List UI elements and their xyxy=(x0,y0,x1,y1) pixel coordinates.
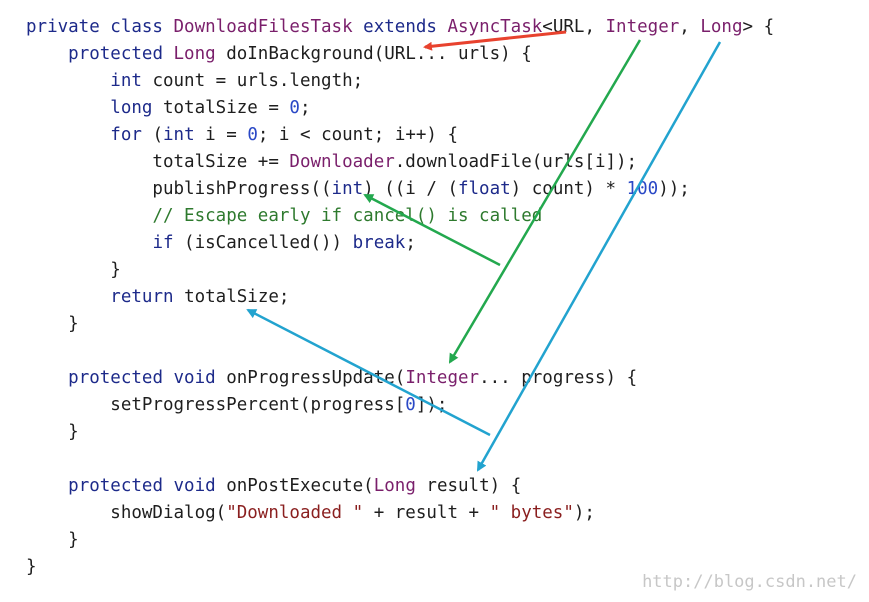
code-token: ) count) * xyxy=(510,179,627,199)
code-token: count = urls.length; xyxy=(152,71,364,91)
code-token: protected xyxy=(68,44,174,64)
code-token: ... progress) { xyxy=(479,368,638,388)
code-token xyxy=(26,233,152,253)
code-line: } xyxy=(26,257,774,284)
code-line: private class DownloadFilesTask extends … xyxy=(26,14,774,41)
code-line: totalSize += Downloader.downloadFile(url… xyxy=(26,149,774,176)
code-token: 0 xyxy=(247,125,258,145)
code-token: , xyxy=(679,17,701,37)
code-line: setProgressPercent(progress[0]); xyxy=(26,392,774,419)
code-token xyxy=(26,476,68,496)
code-line: } xyxy=(26,554,774,581)
code-token: showDialog( xyxy=(26,503,227,523)
code-token: ; xyxy=(299,98,311,118)
code-token: ; i < count; i++) { xyxy=(257,125,459,145)
code-token xyxy=(26,206,152,226)
code-token: 0 xyxy=(289,98,300,118)
code-token: i = xyxy=(205,125,248,145)
code-token: float xyxy=(457,179,511,199)
code-token: onProgressUpdate( xyxy=(226,368,406,388)
code-token: int xyxy=(110,71,153,91)
code-token: for xyxy=(110,125,153,145)
code-token: } xyxy=(26,530,79,550)
code-line: } xyxy=(26,419,774,446)
code-line: protected void onProgressUpdate(Integer.… xyxy=(26,365,774,392)
code-token: publishProgress(( xyxy=(26,179,332,199)
code-token: } xyxy=(26,314,79,334)
code-token: " bytes" xyxy=(489,503,574,523)
code-token: totalSize += xyxy=(26,152,290,172)
code-token: int xyxy=(163,125,206,145)
code-line xyxy=(26,338,774,365)
code-token xyxy=(26,287,110,307)
code-token: (isCancelled()) xyxy=(184,233,353,253)
code-line: protected Long doInBackground(URL... url… xyxy=(26,41,774,68)
code-token: DownloadFilesTask xyxy=(173,17,364,37)
code-token: Integer xyxy=(605,17,680,37)
code-token: } xyxy=(26,260,121,280)
code-token: totalSize; xyxy=(184,287,290,307)
code-token: onPostExecute( xyxy=(226,476,374,496)
code-line: showDialog("Downloaded " + result + " by… xyxy=(26,500,774,527)
code-token: Downloader xyxy=(289,152,395,172)
code-token: "Downloaded " xyxy=(226,503,364,523)
code-line: return totalSize; xyxy=(26,284,774,311)
code-line: long totalSize = 0; xyxy=(26,95,774,122)
code-token: .downloadFile(urls[i]); xyxy=(394,152,638,172)
code-token: result) { xyxy=(426,476,522,496)
code-line: int count = urls.length; xyxy=(26,68,774,95)
code-line: protected void onPostExecute(Long result… xyxy=(26,473,774,500)
code-token: Long xyxy=(173,44,227,64)
code-token: ( xyxy=(152,125,163,145)
code-token: protected void xyxy=(68,368,227,388)
code-token: long xyxy=(110,98,163,118)
code-token: setProgressPercent(progress[ xyxy=(26,395,406,415)
code-token: 0 xyxy=(405,395,416,415)
code-line xyxy=(26,446,774,473)
code-token xyxy=(26,125,110,145)
code-token: } xyxy=(26,422,79,442)
code-line: } xyxy=(26,527,774,554)
code-token: break xyxy=(352,233,406,253)
code-line: // Escape early if cancel() is called xyxy=(26,203,774,230)
code-token: ) ((i / ( xyxy=(363,179,458,199)
watermark: http://blog.csdn.net/ xyxy=(642,572,857,592)
code-token: extends xyxy=(363,17,448,37)
code-token: ); xyxy=(573,503,595,523)
code-token: Long xyxy=(373,476,427,496)
code-token: AsyncTask xyxy=(447,17,543,37)
code-token: } xyxy=(26,557,37,577)
code-token: + result + xyxy=(363,503,490,523)
code-token: > { xyxy=(742,17,775,37)
code-token: totalSize = xyxy=(162,98,290,118)
code-line: for (int i = 0; i < count; i++) { xyxy=(26,122,774,149)
code-token: Long xyxy=(700,17,743,37)
code-line: if (isCancelled()) break; xyxy=(26,230,774,257)
code-token: private class xyxy=(26,17,174,37)
code-token: int xyxy=(331,179,364,199)
code-token: doInBackground(URL... urls) { xyxy=(226,44,532,64)
code-token: // Escape early if cancel() is called xyxy=(152,206,543,226)
code-token xyxy=(26,44,68,64)
code-token: if xyxy=(152,233,185,253)
code-token: )); xyxy=(658,179,690,199)
code-line: publishProgress((int) ((i / (float) coun… xyxy=(26,176,774,203)
code-token: 100 xyxy=(626,179,659,199)
code-token xyxy=(26,71,110,91)
code-token: ]); xyxy=(415,395,448,415)
code-token xyxy=(26,98,110,118)
code-line: } xyxy=(26,311,774,338)
code-block: private class DownloadFilesTask extends … xyxy=(26,14,774,581)
code-token xyxy=(26,368,68,388)
code-token: <URL, xyxy=(542,17,606,37)
code-token: protected void xyxy=(68,476,227,496)
code-token: ; xyxy=(405,233,416,253)
code-token: return xyxy=(110,287,185,307)
code-token: Integer xyxy=(405,368,480,388)
